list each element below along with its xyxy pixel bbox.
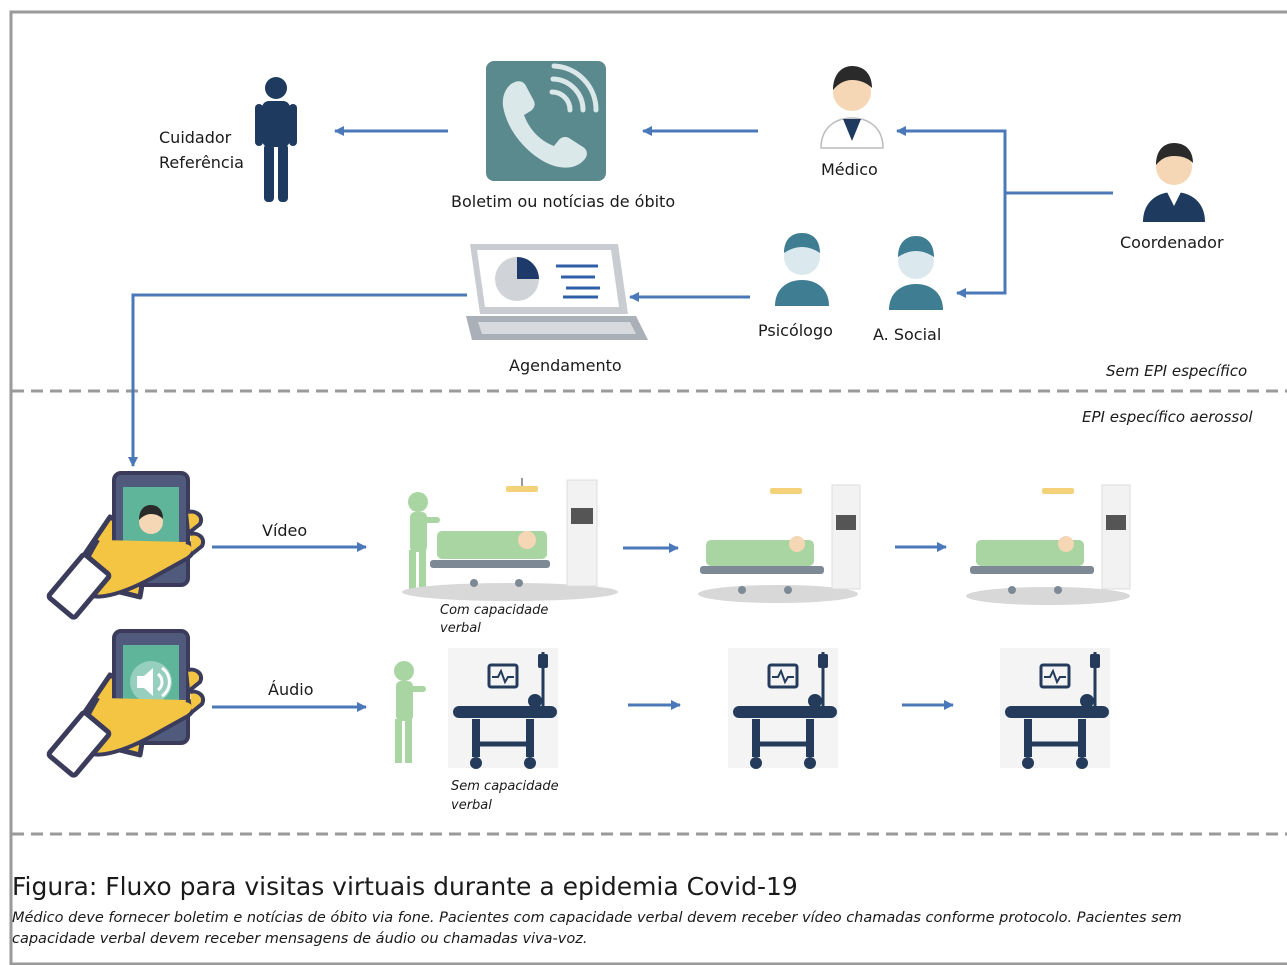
person-standing-icon: [255, 77, 297, 202]
laptop-chart-icon: [466, 244, 648, 340]
video-label: Vídeo: [262, 521, 308, 540]
arrow-coordenador-to-social: [956, 193, 1007, 298]
psychologist-icon: [775, 233, 829, 306]
cuidador-label-line2: Referência: [159, 153, 244, 172]
audio-label: Áudio: [268, 680, 314, 699]
figure-frame: [9, 10, 1287, 965]
video-phone-hand-icon: [46, 471, 205, 620]
hospital-bed-icon: [966, 484, 1131, 605]
icu-bed-icon: [448, 648, 558, 769]
nonverbal-label-line2: verbal: [451, 798, 492, 813]
figure-caption: Médico deve fornecer boletim e notícias …: [12, 910, 1182, 948]
zone-upper-label: Sem EPI específico: [1106, 362, 1248, 380]
social-worker-icon: [889, 236, 943, 310]
figure-title: Figura: Fluxo para visitas virtuais dura…: [12, 872, 798, 901]
hospital-bed-icon: [698, 484, 861, 603]
hospital-bed-icon: [402, 478, 618, 601]
coordinator-icon: [1143, 143, 1205, 222]
agendamento-label: Agendamento: [509, 356, 622, 375]
healthcare-worker-audio: [394, 661, 426, 763]
doctor-icon: [820, 66, 884, 149]
arrow-coordenador-to-medico: [896, 126, 1113, 195]
boletim-label: Boletim ou notícias de óbito: [451, 192, 676, 211]
social-label: A. Social: [873, 325, 942, 344]
cuidador-label-line1: Cuidador: [159, 128, 232, 147]
psicologo-label: Psicólogo: [758, 321, 833, 340]
phone-call-icon: [486, 61, 606, 181]
audio-phone-hand-icon: [46, 629, 205, 778]
healthcare-worker-video: [408, 492, 440, 592]
arrow-agendamento-to-phones: [128, 293, 467, 467]
verbal-label-line2: verbal: [440, 621, 481, 636]
icu-bed-icon: [728, 648, 838, 769]
coordenador-label: Coordenador: [1120, 233, 1224, 252]
verbal-label-line1: Com capacidade: [440, 603, 549, 618]
nonverbal-label-line1: Sem capacidade: [451, 779, 559, 794]
medico-label: Médico: [821, 160, 878, 179]
icu-bed-icon: [1000, 648, 1110, 769]
zone-lower-label: EPI específico aerossol: [1082, 408, 1253, 426]
